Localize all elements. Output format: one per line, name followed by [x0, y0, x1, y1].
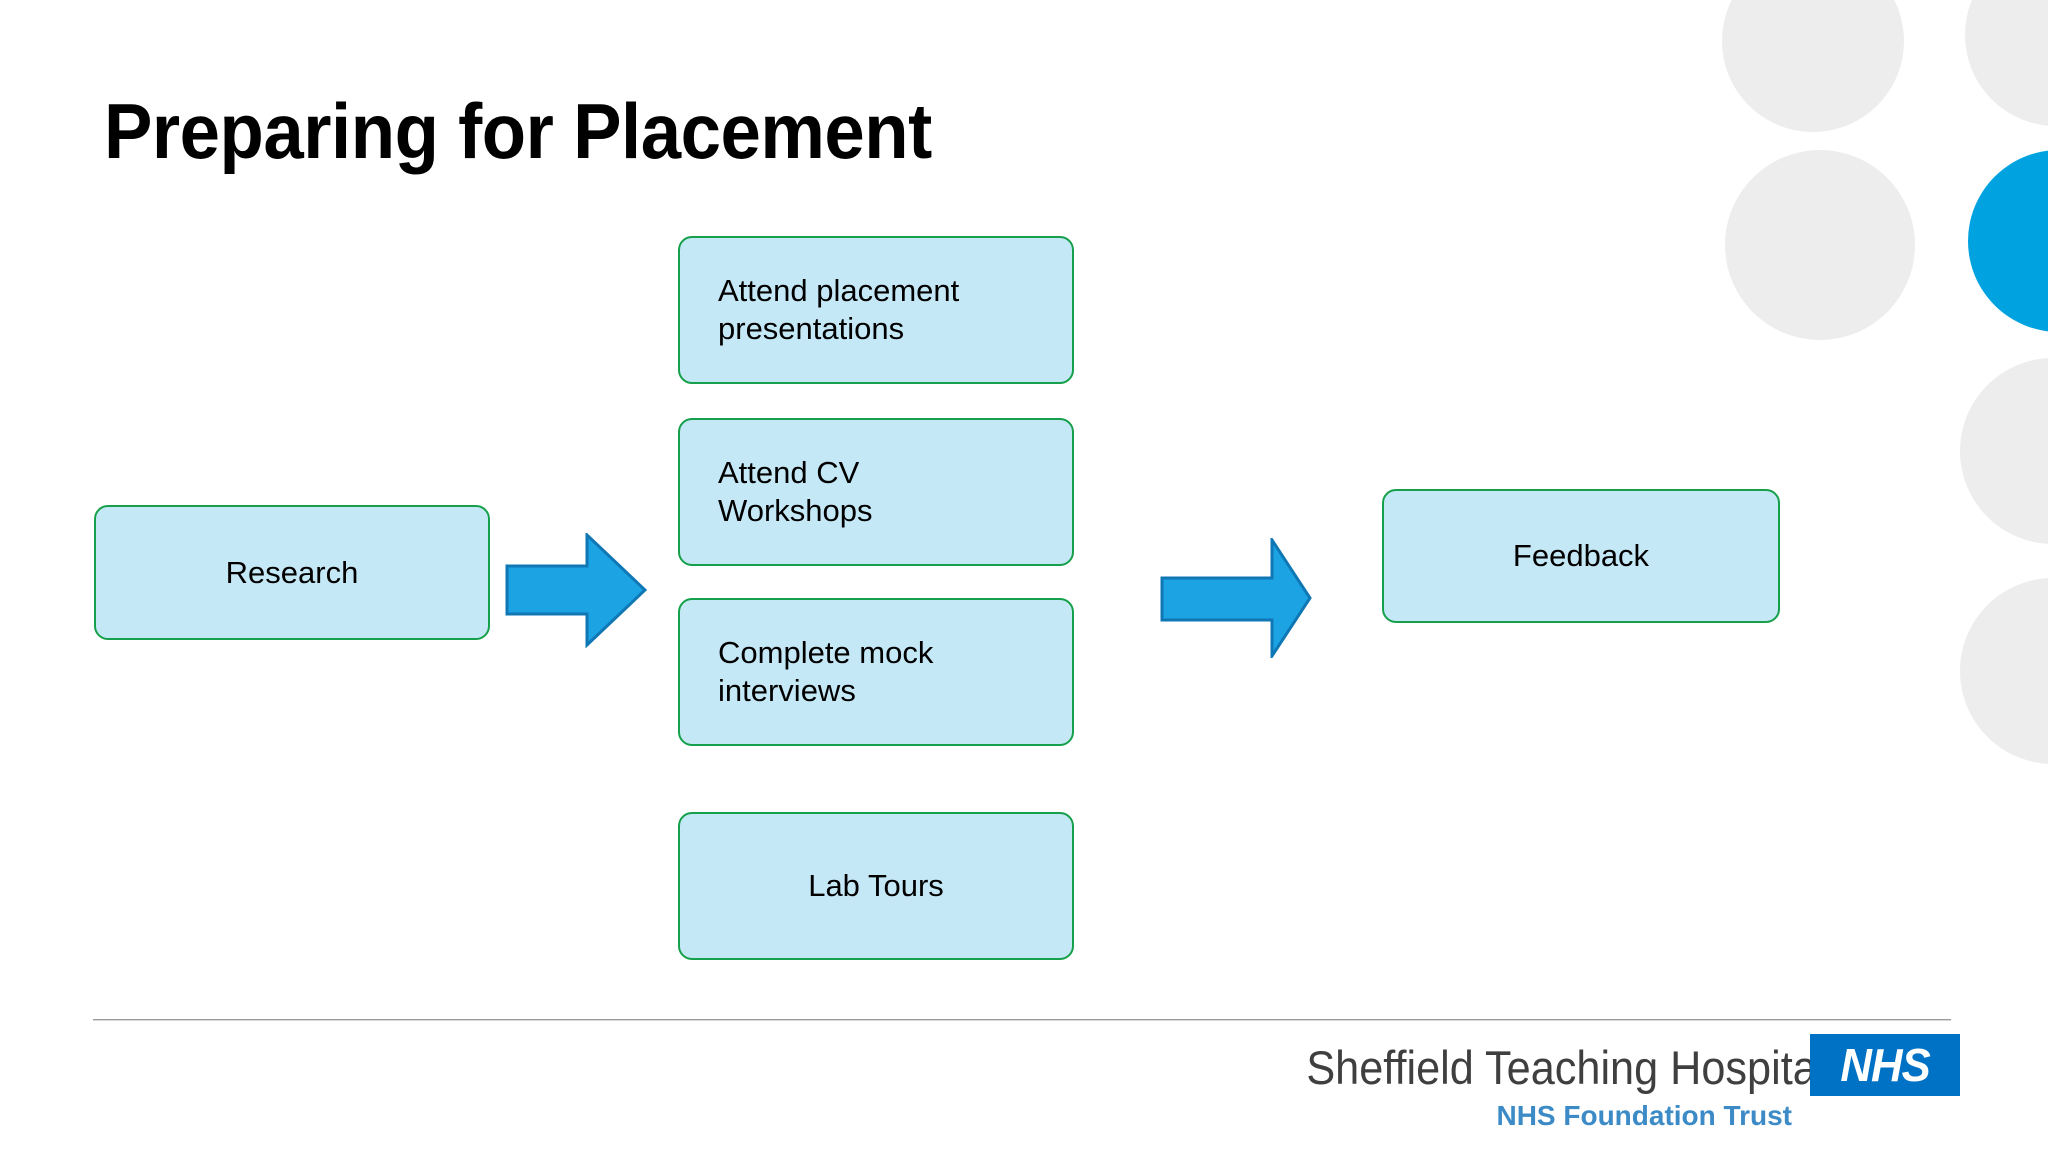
- nhs-logo-mark-text: NHS: [1840, 1039, 1930, 1091]
- grey-circle-mid-left: [1725, 150, 1915, 340]
- flow-box-attend-cv-workshops[interactable]: Attend CV Workshops: [678, 418, 1074, 566]
- flow-box-attend-placement-presentations[interactable]: Attend placement presentations: [678, 236, 1074, 384]
- footer-divider: [93, 1019, 1951, 1021]
- trust-subtitle-text: NHS Foundation Trust: [1496, 1100, 1792, 1131]
- blue-circle-accent: [1968, 150, 2048, 332]
- page-title: Preparing for Placement: [104, 87, 932, 175]
- flow-box-attend-placement-presentations-label: Attend placement presentations: [718, 273, 960, 346]
- right-arrow-icon-two: [1160, 538, 1312, 658]
- right-arrow-icon-one: [505, 533, 647, 648]
- flow-box-attend-cv-workshops-label: Attend CV Workshops: [718, 455, 873, 528]
- nhs-trust-logo: Sheffield Teaching Hospitals NHS NHS Fou…: [1200, 1034, 1960, 1136]
- grey-circle-top-right: [1965, 0, 2048, 126]
- flow-box-complete-mock-interviews[interactable]: Complete mock interviews: [678, 598, 1074, 746]
- grey-circle-top-left: [1722, 0, 1904, 132]
- flow-box-research[interactable]: Research: [94, 505, 490, 640]
- flow-box-feedback-label: Feedback: [1512, 538, 1650, 574]
- trust-name-text: Sheffield Teaching Hospitals: [1306, 1041, 1848, 1094]
- grey-circle-lower-right: [1960, 358, 2048, 544]
- grey-circle-bottom-right: [1960, 578, 2048, 764]
- flow-box-feedback[interactable]: Feedback: [1382, 489, 1780, 623]
- flow-box-lab-tours[interactable]: Lab Tours: [678, 812, 1074, 960]
- nhs-logo-mark: NHS: [1810, 1034, 1960, 1096]
- flow-box-complete-mock-interviews-label: Complete mock interviews: [718, 635, 934, 708]
- flow-box-research-label: Research: [225, 554, 359, 590]
- flow-box-lab-tours-label: Lab Tours: [808, 868, 944, 904]
